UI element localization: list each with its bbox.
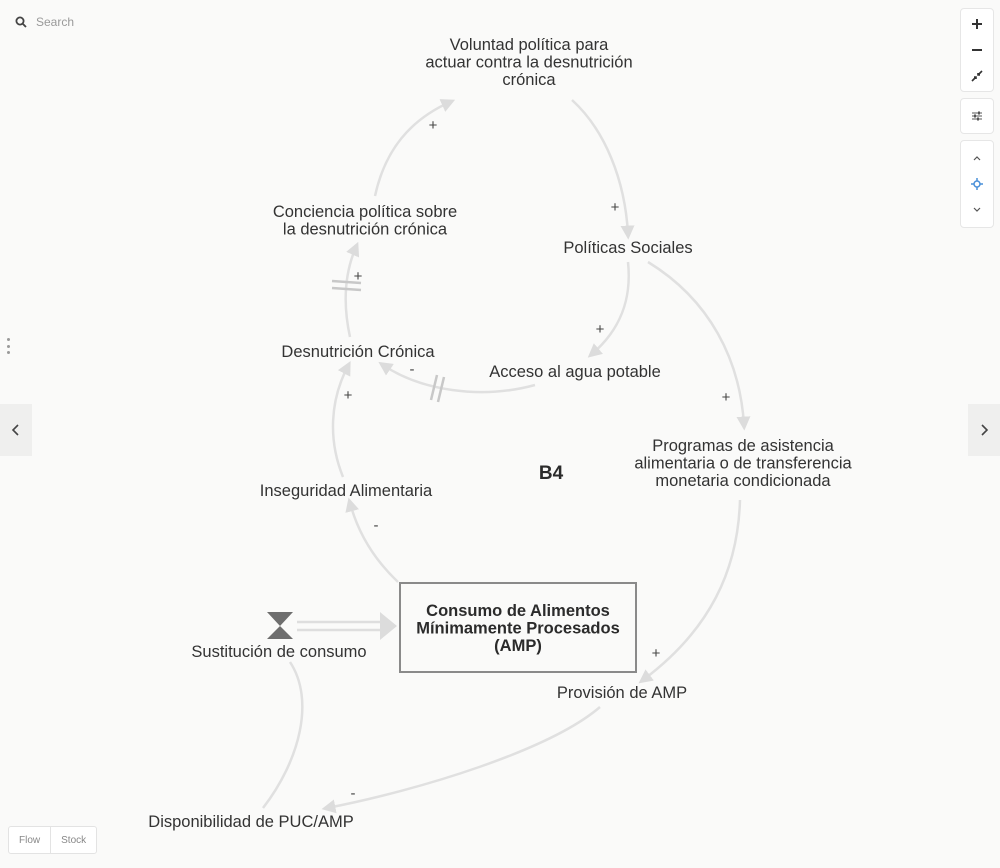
stock-label-consumo[interactable]: Mínimamente Procesados xyxy=(416,620,620,638)
search-input[interactable]: Search xyxy=(36,15,75,29)
polarity-inseguridad-desnutricion: + xyxy=(344,387,353,404)
variable-label-agua[interactable]: Acceso al agua potable xyxy=(489,363,661,381)
variable-label-programas[interactable]: monetaria condicionada xyxy=(655,472,831,490)
variable-label-conciencia[interactable]: Conciencia política sobre xyxy=(273,203,457,221)
navigation-panel xyxy=(960,140,994,228)
variable-label-provision[interactable]: Provisión de AMP xyxy=(557,684,687,702)
variable-label-sustitucion[interactable]: Sustitución de consumo xyxy=(191,643,366,661)
link-politicas-programas[interactable] xyxy=(647,260,751,431)
polarity-programas-provision: + xyxy=(652,645,661,662)
variable-label-inseguridad[interactable]: Inseguridad Alimentaria xyxy=(260,482,433,500)
variable-label-voluntad[interactable]: actuar contra la desnutrición xyxy=(425,54,632,72)
chevron-up-icon[interactable] xyxy=(961,145,993,171)
drag-handle-icon[interactable] xyxy=(5,338,11,354)
variable-label-programas[interactable]: Programas de asistencia xyxy=(652,437,834,455)
polarity-provision-disponibilidad: - xyxy=(351,785,356,802)
link-conciencia-voluntad[interactable] xyxy=(373,99,456,197)
link-consumo-inseguridad[interactable] xyxy=(345,497,399,583)
flow-toggle-button[interactable]: Flow xyxy=(19,834,41,846)
polarity-desnutricion-conciencia: + xyxy=(354,268,363,285)
legend-toggle: Flow Stock xyxy=(8,826,98,854)
polarity-politicas-agua: + xyxy=(596,321,605,338)
sliders-icon[interactable] xyxy=(961,103,993,129)
variable-label-voluntad[interactable]: Voluntad política para xyxy=(450,36,610,54)
variable-label-politicas[interactable]: Políticas Sociales xyxy=(563,239,692,257)
link-politicas-agua[interactable] xyxy=(587,261,630,358)
variable-label-programas[interactable]: alimentaria o de transferencia xyxy=(634,455,852,473)
stock-toggle-button[interactable]: Stock xyxy=(50,827,96,853)
prev-button[interactable] xyxy=(0,404,32,456)
chevron-right-icon xyxy=(981,424,989,436)
settings-panel xyxy=(960,98,994,134)
minus-icon[interactable] xyxy=(961,37,993,63)
flow-valve-icon[interactable] xyxy=(267,612,293,639)
polarity-consumo-inseguridad: - xyxy=(374,517,379,534)
link-programas-provision[interactable] xyxy=(638,499,742,684)
polarity-voluntad-politicas: + xyxy=(611,199,620,216)
loop-label: B4 xyxy=(539,463,564,484)
link-voluntad-politicas[interactable] xyxy=(571,99,635,240)
link-inseguridad-desnutricion[interactable] xyxy=(331,361,351,478)
variable-label-conciencia[interactable]: la desnutrición crónica xyxy=(283,221,448,239)
crosshair-icon[interactable] xyxy=(961,171,993,197)
link-agua-desnutricion[interactable] xyxy=(378,361,536,394)
link-provision-disponibilidad[interactable] xyxy=(321,706,601,814)
polarity-conciencia-voluntad: + xyxy=(429,117,438,134)
chevron-left-icon xyxy=(11,424,19,436)
stock-label-consumo[interactable]: (AMP) xyxy=(494,637,542,655)
flow-pipe[interactable] xyxy=(297,612,397,640)
search-icon xyxy=(10,16,32,28)
chevron-down-icon[interactable] xyxy=(961,197,993,223)
next-button[interactable] xyxy=(968,404,1000,456)
delay-marks xyxy=(331,279,446,403)
link-desnutricion-conciencia[interactable] xyxy=(344,241,360,338)
polarity-politicas-programas: + xyxy=(722,389,731,406)
variable-label-disponibilidad[interactable]: Disponibilidad de PUC/AMP xyxy=(148,813,353,831)
polarity-agua-desnutricion: - xyxy=(410,361,415,378)
stock-label-consumo[interactable]: Consumo de Alimentos xyxy=(426,602,610,620)
zoom-panel xyxy=(960,8,994,92)
collapse-icon[interactable] xyxy=(961,63,993,89)
stock-consumo-box[interactable] xyxy=(399,582,637,673)
search-bar[interactable]: Search xyxy=(10,10,210,34)
variable-label-desnutricion[interactable]: Desnutrición Crónica xyxy=(281,343,435,361)
plus-icon[interactable] xyxy=(961,11,993,37)
variable-label-voluntad[interactable]: crónica xyxy=(502,71,556,89)
link-disponibilidad-sustitucion[interactable] xyxy=(262,661,304,809)
